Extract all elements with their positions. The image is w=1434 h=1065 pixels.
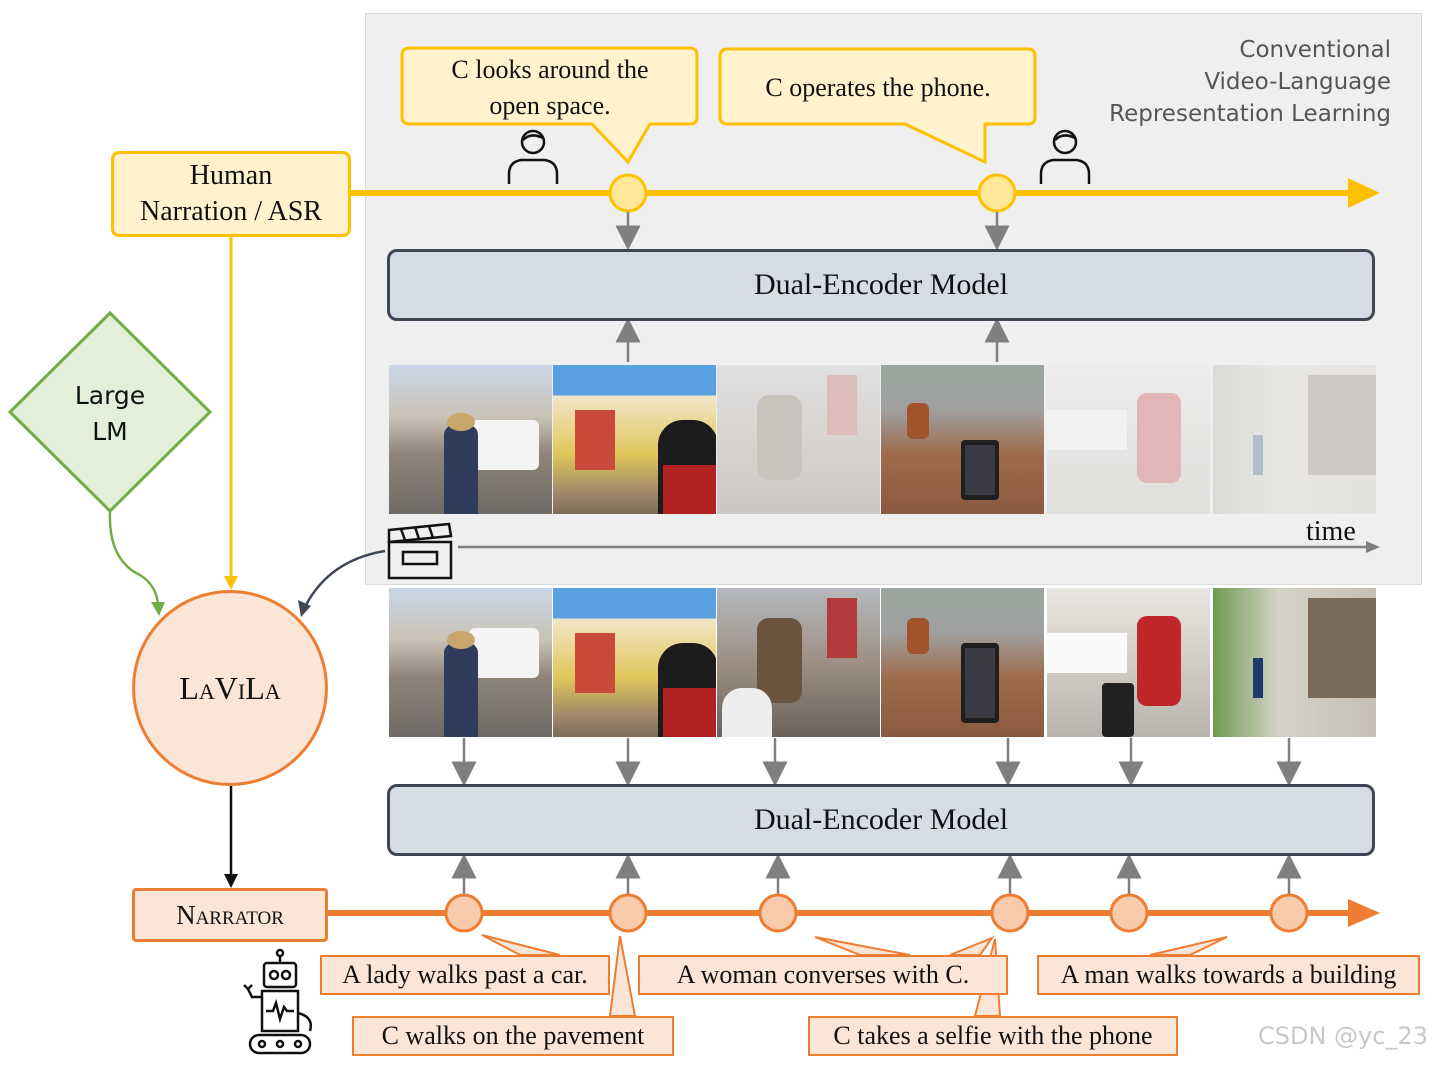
narration-text: A lady walks past a car. [342,960,588,989]
narration-box: A lady walks past a car. [320,955,610,995]
dual-encoder-bottom-label: Dual-Encoder Model [753,803,1009,836]
large-lm-line-2: LM [92,417,128,446]
conventional-label: Conventional Video-Language Representati… [1109,34,1391,130]
conventional-label-line-3: Representation Learning [1109,101,1391,127]
callout-text-2: C operates the phone. [722,70,1034,106]
narrator-label: Narrator [176,899,284,930]
lavila-label: LaViLa [179,669,281,706]
lm-to-lavila-arrow [108,510,165,616]
video-frame [717,365,880,514]
narrator-timeline [328,899,1380,927]
narrator-timeline-node [1269,893,1309,933]
human-timeline [351,178,1380,208]
callout-bubble-1 [400,46,699,165]
narration-text: A man walks towards a building [1060,960,1397,989]
faded-frame-overlay [717,365,880,514]
narrator-timeline-node [758,893,798,933]
callout-1-line-1: C looks around the [451,55,649,84]
narration-box: C takes a selfie with the phone [808,1016,1178,1056]
video-frame [389,365,552,514]
dual-encoder-top: Dual-Encoder Model [387,249,1375,321]
clapperboard-icon [387,522,453,580]
large-lm-label: Large LM [60,378,160,450]
watermark: CSDN @yc_23 [1258,1022,1428,1050]
video-frame [1047,588,1210,737]
large-lm-line-1: Large [74,381,146,410]
human-narration-box: Human Narration / ASR [111,151,351,237]
callout-1-line-2: open space. [489,91,611,120]
video-frame [881,365,1044,514]
faded-frame-overlay [1213,365,1376,514]
callout-bubble-2 [718,47,1037,165]
top-encoder-arrows [615,212,1010,362]
narration-text: C walks on the pavement [381,1021,645,1050]
callout-text-1: C looks around the open space. [404,52,696,124]
video-frame [1047,365,1210,514]
video-frame [1213,365,1376,514]
time-label: time [1306,516,1356,547]
faded-frame-overlay [1047,365,1210,514]
lavila-to-narrator-arrow [224,786,238,888]
time-axis [458,541,1380,553]
video-frame [553,365,716,514]
dual-encoder-bottom: Dual-Encoder Model [387,784,1375,856]
narration-box: A man walks towards a building [1037,955,1420,995]
conventional-label-line-1: Conventional [1239,37,1391,63]
person-icon [507,129,559,184]
human-narration-line-2: Narration / ASR [140,196,322,227]
lavila-circle: LaViLa [132,590,328,786]
narrator-timeline-node [444,893,484,933]
human-timeline-node [608,173,648,213]
callout-2-line-1: C operates the phone. [765,73,991,102]
bottom-encoder-arrows [451,738,1302,895]
narrator-timeline-node [990,893,1030,933]
narration-box: A woman converses with C. [638,955,1008,995]
narration-text: C takes a selfie with the phone [833,1021,1153,1050]
video-to-lavila-arrow [298,549,386,617]
robot-icon [243,948,312,1055]
video-frame [553,588,716,737]
narrator-timeline-node [608,893,648,933]
video-frame [717,588,880,737]
narration-text: A woman converses with C. [676,960,970,989]
narrator-timeline-node [1109,893,1149,933]
human-timeline-node [977,173,1017,213]
video-frame [881,588,1044,737]
dual-encoder-top-label: Dual-Encoder Model [753,268,1009,301]
human-to-lavila-arrow [224,237,238,590]
conventional-label-line-2: Video-Language [1204,69,1391,95]
video-frame [389,588,552,737]
person-icon [1039,129,1091,184]
narrator-box: Narrator [132,888,328,942]
human-narration-line-1: Human [189,160,273,191]
video-frame [1213,588,1376,737]
narration-box: C walks on the pavement [352,1016,674,1056]
